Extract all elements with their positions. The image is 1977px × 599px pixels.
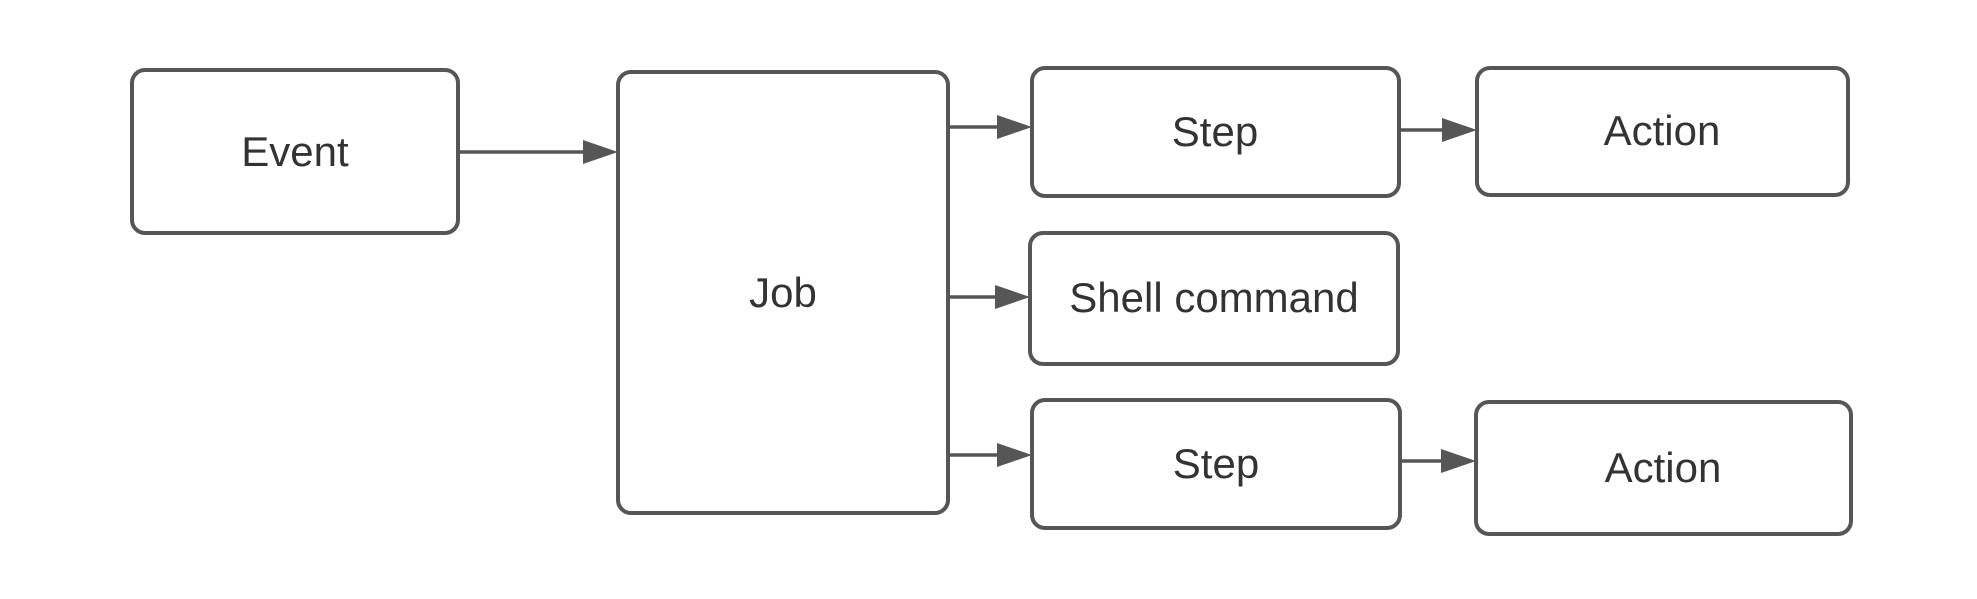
node-box	[1030, 66, 1401, 198]
node-label: Job	[749, 269, 817, 316]
node-action-2: Action	[1474, 400, 1853, 536]
node-box	[1475, 66, 1850, 197]
node-label: Step	[1172, 108, 1258, 155]
arrowhead	[995, 285, 1030, 309]
node-label: Step	[1173, 440, 1259, 487]
node-label: Event	[241, 128, 349, 175]
edge-step-2-to-action-2	[1402, 449, 1476, 473]
node-shell-command: Shell command	[1028, 231, 1400, 366]
arrowhead	[583, 140, 618, 164]
edge-job-to-shell-command	[950, 285, 1030, 309]
node-box	[130, 68, 460, 235]
node-job: Job	[616, 70, 950, 515]
arrowhead	[1442, 118, 1477, 142]
edge-job-to-step-2	[950, 443, 1032, 467]
edge-job-to-step-1	[950, 115, 1032, 139]
node-label: Action	[1605, 444, 1722, 491]
arrowhead	[1441, 449, 1476, 473]
arrowhead	[997, 115, 1032, 139]
edge-step-1-to-action-1	[1401, 118, 1477, 142]
node-action-1: Action	[1475, 66, 1850, 197]
arrowhead	[997, 443, 1032, 467]
node-box	[1030, 398, 1402, 530]
node-step-1: Step	[1030, 66, 1401, 198]
node-step-2: Step	[1030, 398, 1402, 530]
node-box	[1028, 231, 1400, 366]
node-box	[1474, 400, 1853, 536]
edge-event-to-job	[460, 140, 618, 164]
node-label: Action	[1604, 107, 1721, 154]
node-event: Event	[130, 68, 460, 235]
node-box	[616, 70, 950, 515]
node-label: Shell command	[1069, 274, 1358, 321]
